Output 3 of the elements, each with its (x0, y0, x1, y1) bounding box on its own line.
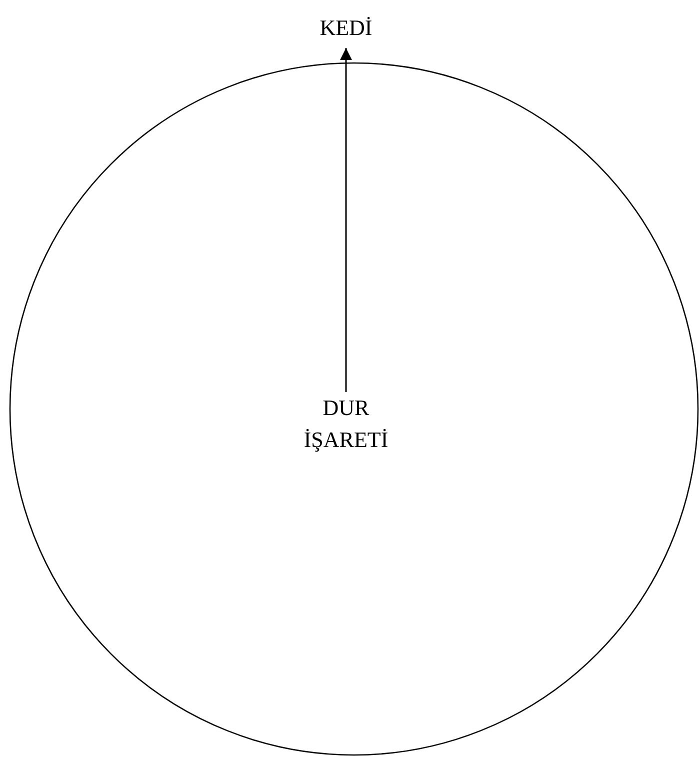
arrow (340, 48, 352, 392)
node-label: KEDİ (296, 12, 396, 48)
node-label: DUR İŞARETİ (296, 392, 396, 456)
